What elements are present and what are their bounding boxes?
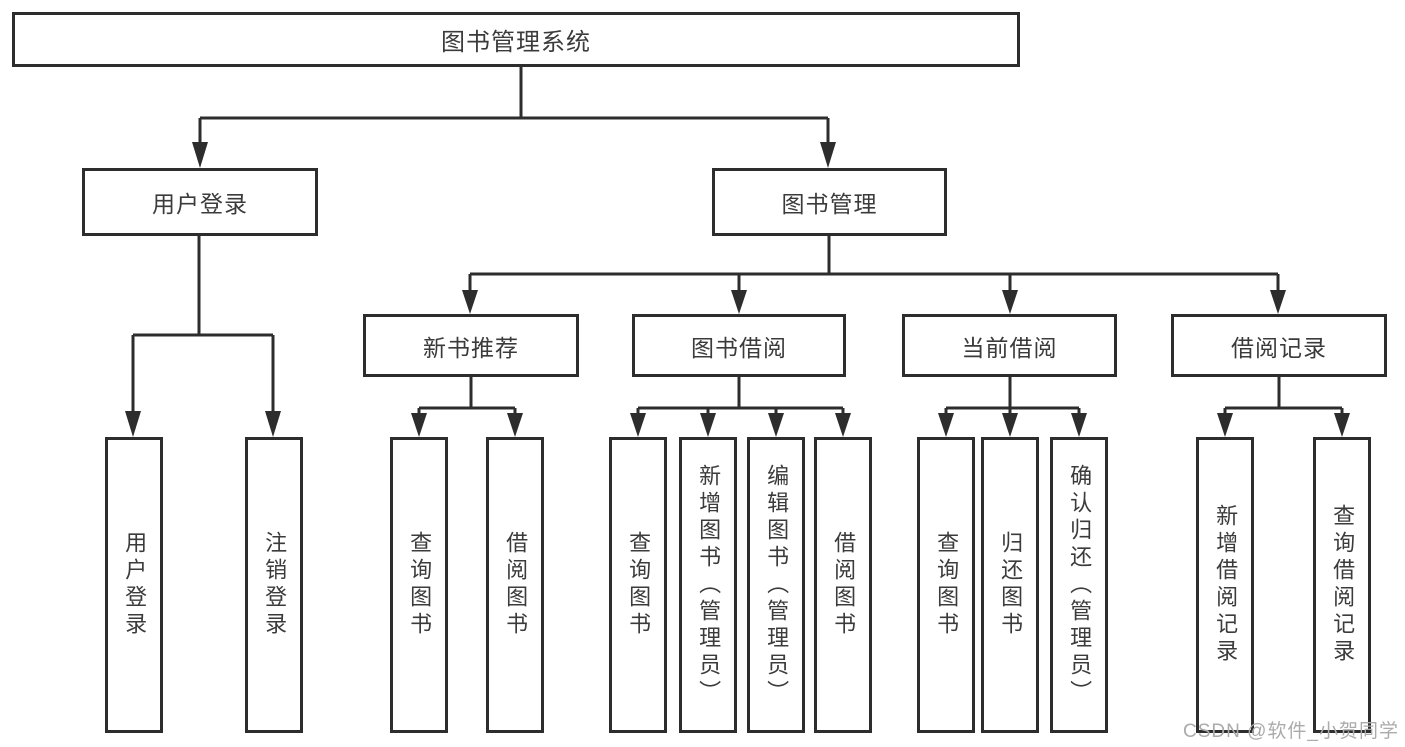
arrow-icon xyxy=(768,413,784,437)
leaf-newbook-borrow-books: 借阅图书 xyxy=(486,437,544,733)
arrow-icon xyxy=(820,142,836,168)
node-new-book-recommend: 新书推荐 xyxy=(363,314,579,377)
leaf-newbook-query-books: 查询图书 xyxy=(390,437,448,733)
arrow-icon xyxy=(938,413,954,437)
arrow-icon xyxy=(411,413,427,437)
arrow-icon xyxy=(1270,290,1286,314)
leaf-logout: 注销登录 xyxy=(245,437,303,733)
leaf-current-confirm-return-admin: 确认归还（管理员） xyxy=(1050,437,1108,733)
leaf-borrow-add-books-admin: 新增图书（管理员） xyxy=(679,437,737,733)
arrow-icon xyxy=(1334,413,1350,437)
leaf-current-query-books: 查询图书 xyxy=(917,437,975,733)
node-user-login: 用户登录 xyxy=(82,168,318,236)
arrow-icon xyxy=(731,290,747,314)
arrow-icon xyxy=(1071,413,1087,437)
arrow-icon xyxy=(1002,413,1018,437)
leaf-records-query-record: 查询借阅记录 xyxy=(1313,437,1371,733)
node-current-borrow: 当前借阅 xyxy=(902,314,1117,377)
arrow-icon xyxy=(1217,413,1233,437)
node-book-borrow: 图书借阅 xyxy=(632,314,846,377)
node-library-system: 图书管理系统 xyxy=(12,12,1020,67)
leaf-records-add-record: 新增借阅记录 xyxy=(1196,437,1254,733)
watermark: CSDN @软件_小贺同学 xyxy=(1183,721,1399,742)
arrow-icon xyxy=(700,413,716,437)
arrow-icon xyxy=(1002,290,1018,314)
arrow-icon xyxy=(462,290,478,314)
arrow-icon xyxy=(630,413,646,437)
arrow-icon xyxy=(192,142,208,168)
arrow-icon xyxy=(265,411,281,437)
leaf-current-return-books: 归还图书 xyxy=(981,437,1039,733)
leaf-borrow-borrow-books: 借阅图书 xyxy=(814,437,872,733)
node-borrow-records: 借阅记录 xyxy=(1171,314,1387,377)
arrow-icon xyxy=(125,411,141,437)
leaf-user-login: 用户登录 xyxy=(105,437,163,733)
leaf-borrow-query-books: 查询图书 xyxy=(609,437,667,733)
arrow-icon xyxy=(507,413,523,437)
leaf-borrow-edit-books-admin: 编辑图书（管理员） xyxy=(747,437,805,733)
node-book-management: 图书管理 xyxy=(712,168,947,236)
arrow-icon xyxy=(835,413,851,437)
